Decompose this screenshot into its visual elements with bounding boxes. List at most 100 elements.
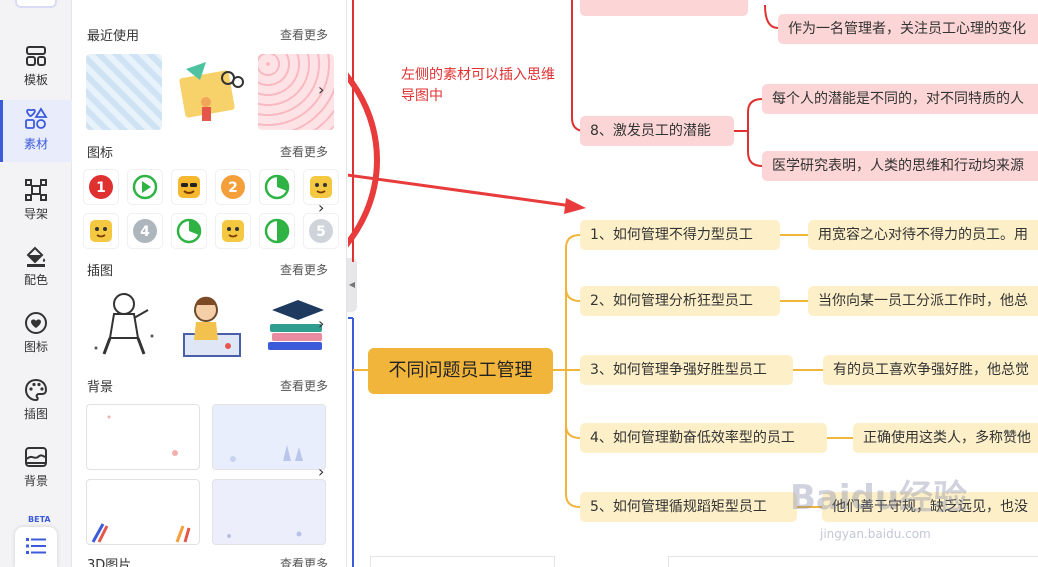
rail-label-template: 模板 [23, 73, 48, 87]
illustration-astronaut[interactable] [86, 288, 162, 364]
mindmap-connectors [348, 0, 853, 567]
branch-detail-1[interactable]: 用宽容之心对待不得力的员工。用 [808, 220, 1038, 250]
face-cool-icon [178, 176, 200, 198]
palette-icon [24, 378, 48, 402]
recent-next-chevron-icon[interactable]: › [318, 80, 325, 99]
background-card-pencils[interactable] [86, 479, 200, 545]
number-icon: 1 [89, 175, 113, 199]
section-title-recent: 最近使用 [87, 29, 140, 44]
mindmap-node-top-truncated[interactable] [580, 0, 748, 16]
icon-grid-item[interactable] [216, 214, 250, 248]
boy-drawing-icon [183, 296, 241, 357]
rail-item-color[interactable]: 配色 [0, 238, 72, 300]
section-title-illustrations: 插图 [87, 264, 114, 279]
icon-grid-item[interactable]: 4 [128, 214, 162, 248]
icon-grid-item[interactable] [260, 214, 294, 248]
left-rail: 模板 素材 导架 [0, 0, 72, 567]
view-more-3d[interactable]: 查看更多 [280, 557, 329, 567]
svg-text:4: 4 [140, 224, 150, 240]
face-icon [90, 220, 112, 242]
template-icon [26, 46, 46, 66]
material-icon [25, 107, 48, 129]
icon-grid-item[interactable] [128, 170, 162, 204]
rail-item-frame[interactable]: 导架 [0, 172, 72, 234]
svg-text:2: 2 [228, 180, 238, 196]
watermark-url: jingyan.baidu.com [820, 527, 931, 541]
illustration-books-cap[interactable] [258, 288, 334, 364]
section-title-icons: 图标 [87, 146, 114, 161]
illustrations-next-chevron-icon[interactable]: › [318, 314, 325, 333]
material-panel: 最近使用 查看更多 › 图标 查看更多 1 2 4 5 › 插图 查看更多 [72, 0, 347, 567]
rail-item-icons[interactable]: 图标 [0, 305, 72, 367]
branch-node-2[interactable]: 2、如何管理分析狂型员工 [580, 286, 780, 316]
mindmap-node-potential-detail-2[interactable]: 医学研究表明，人类的思维和行动均来源 [762, 151, 1038, 181]
view-more-illustrations[interactable]: 查看更多 [280, 263, 329, 277]
rail-top-button[interactable] [15, 0, 57, 8]
recent-thumb-pattern-blue[interactable] [86, 54, 162, 130]
icon-grid-item[interactable] [172, 170, 206, 204]
view-more-backgrounds[interactable]: 查看更多 [280, 379, 329, 393]
icon-grid-item[interactable] [260, 170, 294, 204]
rail-label-material: 素材 [23, 137, 48, 151]
svg-text:5: 5 [316, 224, 326, 240]
face-icon [222, 220, 244, 242]
branch-detail-2[interactable]: 当你向某一员工分派工作时，他总 [808, 286, 1038, 316]
section-title-backgrounds: 背景 [87, 380, 114, 395]
mindmap-node-potential-detail-1[interactable]: 每个人的潜能是不同的，对不同特质的人 [762, 84, 1038, 114]
number-icon: 4 [133, 219, 157, 243]
half-icon [264, 218, 290, 244]
recent-thumb-study[interactable] [172, 54, 248, 130]
view-more-icons[interactable]: 查看更多 [280, 145, 329, 159]
mindmap-node-potential[interactable]: 8、激发员工的潜能 [580, 116, 734, 146]
mindmap-node-manager-care[interactable]: 作为一名管理者，关注员工心理的变化 [778, 14, 1038, 44]
background-preview [227, 531, 302, 538]
panel-collapse-handle[interactable]: ◀ [347, 258, 357, 312]
background-preview [91, 523, 191, 543]
icons-next-chevron-icon[interactable]: › [318, 198, 325, 217]
branch-detail-3[interactable]: 有的员工喜欢争强好胜，他总觉 [823, 355, 1038, 385]
paint-bucket-icon [26, 246, 46, 267]
background-card-blue-rabbits[interactable] [212, 404, 326, 470]
background-preview [107, 415, 178, 456]
branch-node-1[interactable]: 1、如何管理不得力型员工 [580, 220, 780, 250]
branch-node-4[interactable]: 4、如何管理勤奋低效率型的员工 [580, 423, 827, 453]
icon-grid-item[interactable] [172, 214, 206, 248]
face-icon [310, 176, 332, 198]
branch-node-3[interactable]: 3、如何管理争强好胜型员工 [580, 355, 793, 385]
icon-grid-item[interactable] [84, 214, 118, 248]
frame-icon [25, 179, 47, 201]
background-card-lavender[interactable] [212, 479, 326, 545]
recent-thumb-pattern-pink[interactable] [258, 54, 334, 130]
rail-item-background[interactable]: 背景 [0, 439, 72, 501]
rail-label-illustration: 插图 [23, 407, 48, 421]
outline-button[interactable] [15, 527, 57, 567]
study-illustration-icon [179, 62, 244, 121]
view-more-recent[interactable]: 查看更多 [280, 28, 329, 42]
rail-label-background: 背景 [23, 474, 48, 488]
icon-grid-item[interactable]: 2 [216, 170, 250, 204]
backgrounds-next-chevron-icon[interactable]: › [318, 462, 325, 481]
mindmap-root-node[interactable]: 不同问题员工管理 [368, 348, 553, 394]
watermark-logo: Baidu经验 [790, 478, 968, 518]
books-cap-icon [268, 300, 324, 350]
branch-detail-5[interactable]: 他们善于守规，缺乏远见，也没 [822, 492, 1038, 522]
icon-grid-item[interactable]: 1 [84, 170, 118, 204]
rail-label-frame: 导架 [23, 207, 48, 221]
rail-item-illustration[interactable]: 插图 [0, 372, 72, 434]
icon-grid-item[interactable] [304, 170, 338, 204]
play-icon [132, 174, 158, 200]
pie-icon [264, 174, 290, 200]
number-icon: 2 [221, 175, 245, 199]
branch-node-5[interactable]: 5、如何管理循规蹈矩型员工 [580, 492, 797, 522]
branch-detail-4[interactable]: 正确使用这类人，多称赞他 [853, 423, 1038, 453]
canvas-bottom-card-2 [668, 556, 1038, 567]
pie-icon [176, 218, 202, 244]
annotation-text: 左侧的素材可以插入思维导图中 [401, 67, 555, 104]
icon-grid-item[interactable]: 5 [304, 214, 338, 248]
background-card-white[interactable] [86, 404, 200, 470]
rail-item-material[interactable]: 素材 [0, 100, 72, 162]
list-icon [26, 538, 46, 554]
illustration-boy-drawing[interactable] [172, 288, 248, 364]
rail-item-template[interactable]: 模板 [0, 38, 72, 100]
section-title-3d: 3D图片 [87, 558, 132, 567]
